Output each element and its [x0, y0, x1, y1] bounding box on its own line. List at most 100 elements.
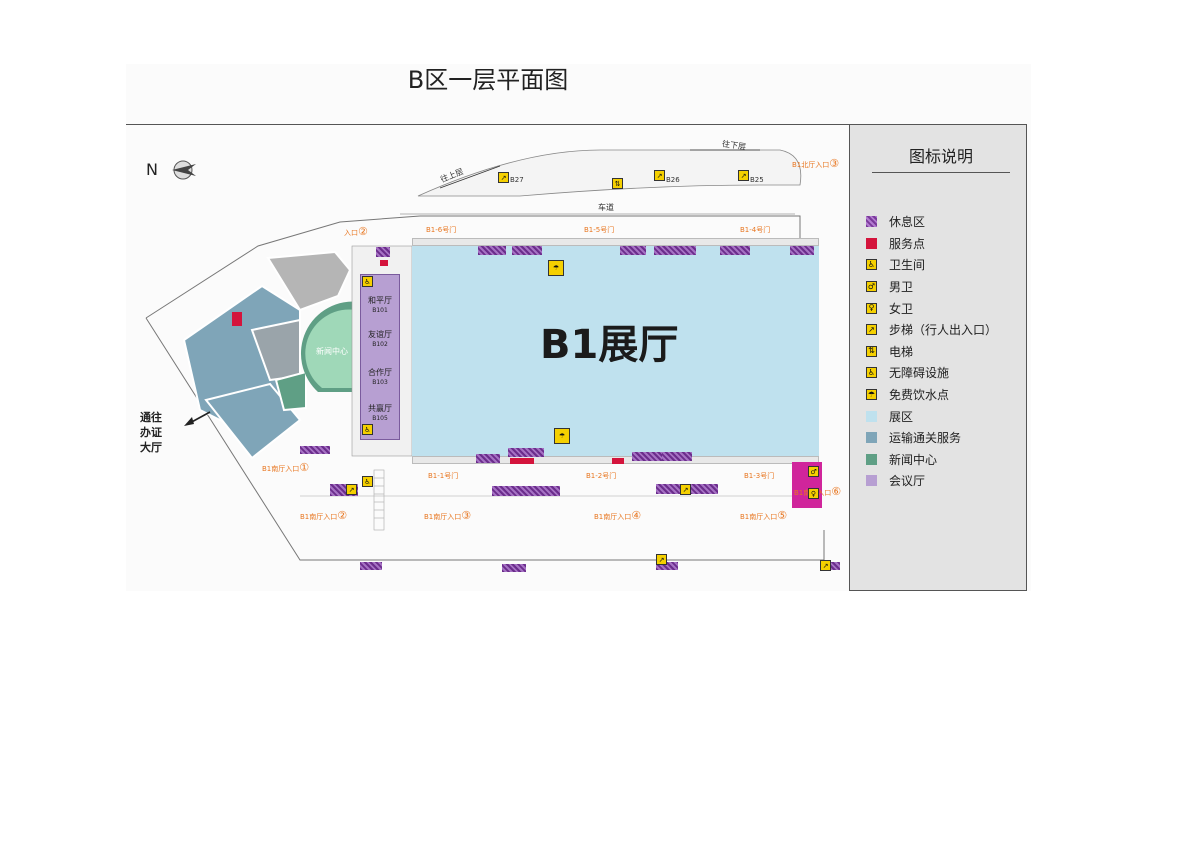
rest-area-swatch: [866, 216, 877, 228]
legend-item-transport: 运输通关服务: [866, 427, 997, 449]
legend-label: 运输通关服务: [889, 431, 962, 446]
legend-panel: 图标说明 休息区 服务点 ♿卫生间 ♂男卫 ♀女卫 ↗步梯（行人出入口） ⇅电梯…: [849, 124, 1027, 591]
legend-item-elevator: ⇅ 电梯: [866, 341, 997, 363]
entrance-1[interactable]: B1南厅入口①: [262, 461, 310, 474]
legend-label: 男卫: [889, 280, 914, 295]
direction-arrow-head: [184, 417, 194, 426]
rest-area[interactable]: [720, 246, 750, 255]
rest-area[interactable]: [360, 562, 382, 570]
stairs-icon[interactable]: ↗: [738, 170, 749, 181]
legend-label: 卫生间: [889, 258, 926, 273]
water-tap-icon[interactable]: ☂: [548, 260, 564, 276]
entrance-north-2[interactable]: 入口②: [344, 225, 368, 238]
wheelchair-icon[interactable]: ♿: [362, 476, 373, 487]
stairs-icon[interactable]: ↗: [346, 484, 357, 495]
news-center-label[interactable]: 新闻中心: [316, 347, 348, 356]
stairs-icon[interactable]: ↗: [654, 170, 665, 181]
entrance-5[interactable]: B1南厅入口⑤: [740, 509, 788, 522]
rest-area[interactable]: [662, 452, 692, 461]
gate-b1-6[interactable]: B1-6号门: [426, 226, 457, 234]
service-point[interactable]: [612, 458, 624, 464]
stairs-icon[interactable]: ↗: [680, 484, 691, 495]
legend-label: 休息区: [889, 215, 926, 230]
site-outline: [145, 215, 801, 319]
page-title: B区一层平面图: [407, 66, 569, 94]
news-center-inner: [305, 309, 356, 388]
rest-area[interactable]: [654, 246, 696, 255]
service-point[interactable]: [380, 260, 388, 266]
gray-annex: [266, 250, 352, 312]
legend-label: 无障碍设施: [889, 366, 950, 381]
stairs-icon[interactable]: ↗: [656, 554, 667, 565]
transport-swatch: [866, 432, 877, 444]
legend-item-meeting-hall: 会议厅: [866, 470, 997, 492]
legend-label: 女卫: [889, 301, 914, 316]
north-label: N: [146, 160, 158, 179]
lane-label: 车道: [598, 203, 614, 212]
green-annex: [274, 370, 307, 412]
gate-b1-2[interactable]: B1-2号门: [586, 472, 617, 480]
direction-to-office-hall[interactable]: 通往 办证 大厅: [140, 411, 162, 454]
entrance-2[interactable]: B1南厅入口②: [300, 509, 348, 522]
rest-area[interactable]: [376, 247, 390, 257]
crosswalk: [373, 469, 385, 531]
legend-item-water: ☂免费饮水点: [866, 384, 997, 406]
b1-exhibition-hall[interactable]: [412, 246, 819, 456]
legend-item-news-center: 新闻中心: [866, 449, 997, 471]
gate-b1-1[interactable]: B1-1号门: [428, 472, 459, 480]
stairs-icon[interactable]: ↗: [820, 560, 831, 571]
restroom-icon[interactable]: ♿: [362, 424, 373, 435]
wheelchair-icon: ♿: [866, 367, 877, 379]
gate-b1-4[interactable]: B1-4号门: [740, 226, 771, 234]
legend-label: 免费饮水点: [889, 388, 950, 403]
rest-area[interactable]: [790, 246, 814, 255]
gate-b1-3[interactable]: B1-3号门: [744, 472, 775, 480]
legend-list: 休息区 服务点 ♿卫生间 ♂男卫 ♀女卫 ↗步梯（行人出入口） ⇅电梯 ♿无障碍…: [866, 211, 997, 492]
male-restroom-icon[interactable]: ♂: [808, 466, 819, 477]
legend-label: 展区: [889, 409, 914, 424]
rest-area[interactable]: [822, 562, 840, 570]
rest-area[interactable]: [300, 446, 330, 454]
restroom-icon[interactable]: ♿: [362, 276, 373, 287]
legend-label: 服务点: [889, 236, 926, 251]
elevator-icon: ⇅: [866, 345, 877, 357]
rest-area[interactable]: [502, 564, 526, 572]
legend-item-service-point: 服务点: [866, 233, 997, 255]
rest-area[interactable]: [492, 486, 560, 496]
water-tap-icon[interactable]: ☂: [554, 428, 570, 444]
rest-area[interactable]: [632, 452, 662, 461]
legend-label: 步梯（行人出入口）: [889, 323, 998, 338]
legend-title: 图标说明: [872, 143, 1010, 173]
entrance-north-3[interactable]: B1北厅入口③: [792, 157, 840, 170]
stairs-icon[interactable]: ↗: [498, 172, 509, 183]
restroom-icon: ♿: [866, 259, 877, 271]
site-outline-bottom: [145, 317, 825, 561]
entrance-4[interactable]: B1南厅入口④: [594, 509, 642, 522]
rest-area[interactable]: [512, 246, 542, 255]
entrance-3[interactable]: B1南厅入口③: [424, 509, 472, 522]
rest-area[interactable]: [620, 246, 646, 255]
service-point[interactable]: [510, 458, 534, 464]
elevator-icon[interactable]: ⇅: [612, 178, 623, 189]
gate-b1-5[interactable]: B1-5号门: [584, 226, 615, 234]
rest-area[interactable]: [478, 246, 506, 255]
service-point[interactable]: [232, 312, 242, 326]
legend-item-restroom: ♿ 卫生间: [866, 254, 997, 276]
female-restroom-icon: ♀: [866, 302, 877, 314]
meeting-hall-swatch: [866, 475, 877, 487]
hall-name: B1展厅: [540, 322, 679, 368]
female-restroom-icon[interactable]: ♀: [808, 488, 819, 499]
legend-label: 电梯: [889, 344, 914, 359]
rest-area[interactable]: [476, 454, 500, 463]
rest-area[interactable]: [656, 562, 678, 570]
legend-item-stairs: ↗步梯（行人出入口）: [866, 319, 997, 341]
up-ramp-arrow: [439, 165, 501, 189]
hall-north-strip: [412, 238, 819, 246]
rest-area[interactable]: [508, 448, 544, 457]
service-point-swatch: [866, 237, 877, 249]
legend-item-accessibility: ♿ 无障碍设施: [866, 362, 997, 384]
